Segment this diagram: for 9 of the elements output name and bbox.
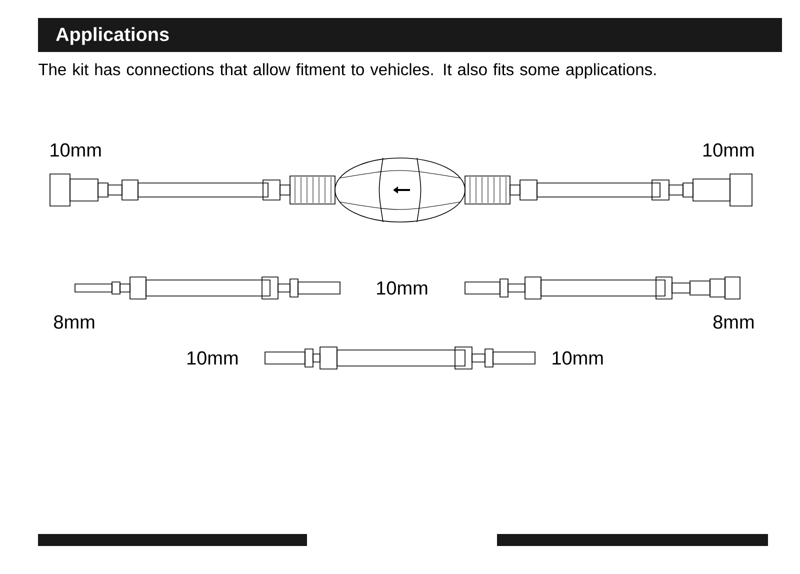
dimension-label: 10mm <box>50 143 101 157</box>
dimension-label: 8mm <box>713 315 754 329</box>
dimension-label: 10mm <box>377 281 428 295</box>
heading-bar: Applications <box>38 18 782 52</box>
dimension-label: 10mm <box>552 351 603 365</box>
dimension-label: 10mm <box>703 143 754 157</box>
dimension-label: 8mm <box>54 315 94 329</box>
body-text: The kit has connections that allow fitment to vehicles. It also fits some applications. <box>38 63 656 79</box>
dimension-label: 10mm <box>187 351 238 365</box>
